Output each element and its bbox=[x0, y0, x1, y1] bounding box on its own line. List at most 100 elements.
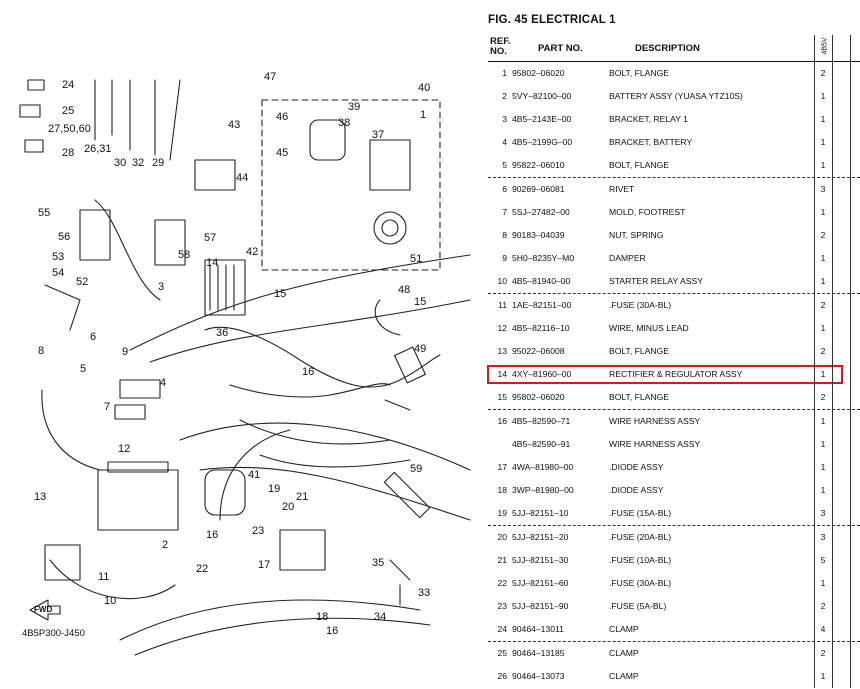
callout-label: 2 bbox=[162, 539, 168, 551]
ref-cell: 5 bbox=[502, 160, 507, 170]
table-header: REF. NO. PART NO. DESCRIPTION 4B5V bbox=[488, 35, 860, 62]
callout-label: 28 bbox=[62, 147, 74, 159]
column-divider bbox=[814, 35, 815, 688]
description-cell: BOLT, FLANGE bbox=[609, 392, 670, 402]
header-part-no: PART NO. bbox=[538, 43, 583, 54]
description-cell: CLAMP bbox=[609, 671, 639, 681]
header-model: 4B5V bbox=[821, 37, 829, 55]
quantity-cell: 2 bbox=[820, 346, 826, 356]
part-no-cell: 95022–06008 bbox=[512, 346, 565, 356]
ref-cell: 18 bbox=[497, 485, 507, 495]
column-divider bbox=[850, 35, 851, 688]
quantity-cell: 1 bbox=[820, 276, 826, 286]
part-no-cell: 3WP–81980–00 bbox=[512, 485, 574, 495]
callout-label: 14 bbox=[206, 257, 218, 269]
description-cell: BRACKET, RELAY 1 bbox=[609, 114, 688, 124]
ref-cell: 7 bbox=[502, 207, 507, 217]
part-no-cell: 5VY–82100–00 bbox=[512, 91, 572, 101]
ref-cell: 24 bbox=[497, 624, 507, 634]
part-no-cell: 5JJ–82151–10 bbox=[512, 508, 569, 518]
quantity-cell: 1 bbox=[820, 91, 826, 101]
callout-label: 19 bbox=[268, 483, 280, 495]
quantity-cell: 3 bbox=[820, 508, 826, 518]
callout-label: 10 bbox=[104, 595, 116, 607]
part-no-cell: 5SJ–27482–00 bbox=[512, 207, 570, 217]
callout-label: 51 bbox=[410, 253, 422, 265]
callout-label: 39 bbox=[348, 101, 360, 113]
part-no-cell: 4B5–2143E–00 bbox=[512, 114, 572, 124]
part-no-cell: 90183–04039 bbox=[512, 230, 565, 240]
part-no-cell: 90464–13185 bbox=[512, 648, 565, 658]
callout-label: 3 bbox=[158, 281, 164, 293]
part-no-cell: 4XY–81960–00 bbox=[512, 369, 572, 379]
part-no-cell: 4WA–81980–00 bbox=[512, 462, 574, 472]
callout-label: 47 bbox=[264, 71, 276, 83]
quantity-cell: 2 bbox=[820, 230, 826, 240]
column-divider bbox=[832, 35, 833, 688]
part-no-cell: 5JJ–82151–60 bbox=[512, 578, 569, 588]
description-cell: CLAMP bbox=[609, 624, 639, 634]
description-cell: .FUSE (10A-BL) bbox=[609, 555, 672, 565]
quantity-cell: 1 bbox=[820, 462, 826, 472]
part-no-cell: 5JJ–82151–30 bbox=[512, 555, 569, 565]
figure-title: FIG. 45 ELECTRICAL 1 bbox=[488, 14, 616, 26]
callout-label: 29 bbox=[152, 157, 164, 169]
ref-cell: 8 bbox=[502, 230, 507, 240]
quantity-cell: 2 bbox=[820, 68, 826, 78]
callout-label: FWD bbox=[34, 605, 52, 614]
description-cell: .FUSE (15A-BL) bbox=[609, 508, 672, 518]
callout-label: 45 bbox=[276, 147, 288, 159]
ref-cell: 17 bbox=[497, 462, 507, 472]
quantity-cell: 1 bbox=[820, 578, 826, 588]
callout-label: 25 bbox=[62, 105, 74, 117]
callout-label: 11 bbox=[98, 571, 109, 583]
callout-label: 48 bbox=[398, 284, 410, 296]
part-no-cell: 95822–06010 bbox=[512, 160, 565, 170]
ref-cell: 9 bbox=[502, 253, 507, 263]
diagram-code: 4B5P300-J450 bbox=[22, 628, 85, 639]
callout-label: 12 bbox=[118, 443, 130, 455]
ref-cell: 11 bbox=[498, 300, 507, 310]
callout-label: 43 bbox=[228, 119, 240, 131]
description-cell: .FUSE (20A-BL) bbox=[609, 532, 672, 542]
description-cell: RECTIFIER & REGULATOR ASSY bbox=[609, 369, 743, 379]
quantity-cell: 1 bbox=[820, 160, 826, 170]
table-row-highlighted: 14 4XY–81960–00 RECTIFIER & REGULATOR ASSY… bbox=[487, 363, 860, 386]
quantity-cell: 2 bbox=[820, 648, 826, 658]
description-cell: STARTER RELAY ASSY bbox=[609, 276, 703, 286]
callout-label: 16 bbox=[206, 529, 218, 541]
ref-cell: 6 bbox=[502, 184, 507, 194]
part-no-cell: 4B5–82590–91 bbox=[512, 439, 571, 449]
callout-label: 46 bbox=[276, 111, 288, 123]
callout-label: 15 bbox=[414, 296, 426, 308]
ref-cell: 19 bbox=[497, 508, 507, 518]
ref-cell: 12 bbox=[497, 323, 507, 333]
description-cell: BOLT, FLANGE bbox=[609, 346, 670, 356]
callout-label: 59 bbox=[410, 463, 422, 475]
description-cell: BRACKET, BATTERY bbox=[609, 137, 693, 147]
callout-label: 5 bbox=[80, 363, 86, 375]
ref-cell: 14 bbox=[497, 369, 507, 379]
quantity-cell: 2 bbox=[820, 392, 826, 402]
quantity-cell: 1 bbox=[820, 439, 826, 449]
ref-cell: 21 bbox=[497, 555, 507, 565]
quantity-cell: 1 bbox=[820, 416, 826, 426]
callout-label: 49 bbox=[414, 343, 426, 355]
callout-label: 56 bbox=[58, 231, 70, 243]
callout-label: 18 bbox=[316, 611, 328, 623]
ref-cell: 26 bbox=[497, 671, 507, 681]
callout-label: 58 bbox=[178, 249, 190, 261]
part-no-cell: 1AE–82151–00 bbox=[512, 300, 572, 310]
